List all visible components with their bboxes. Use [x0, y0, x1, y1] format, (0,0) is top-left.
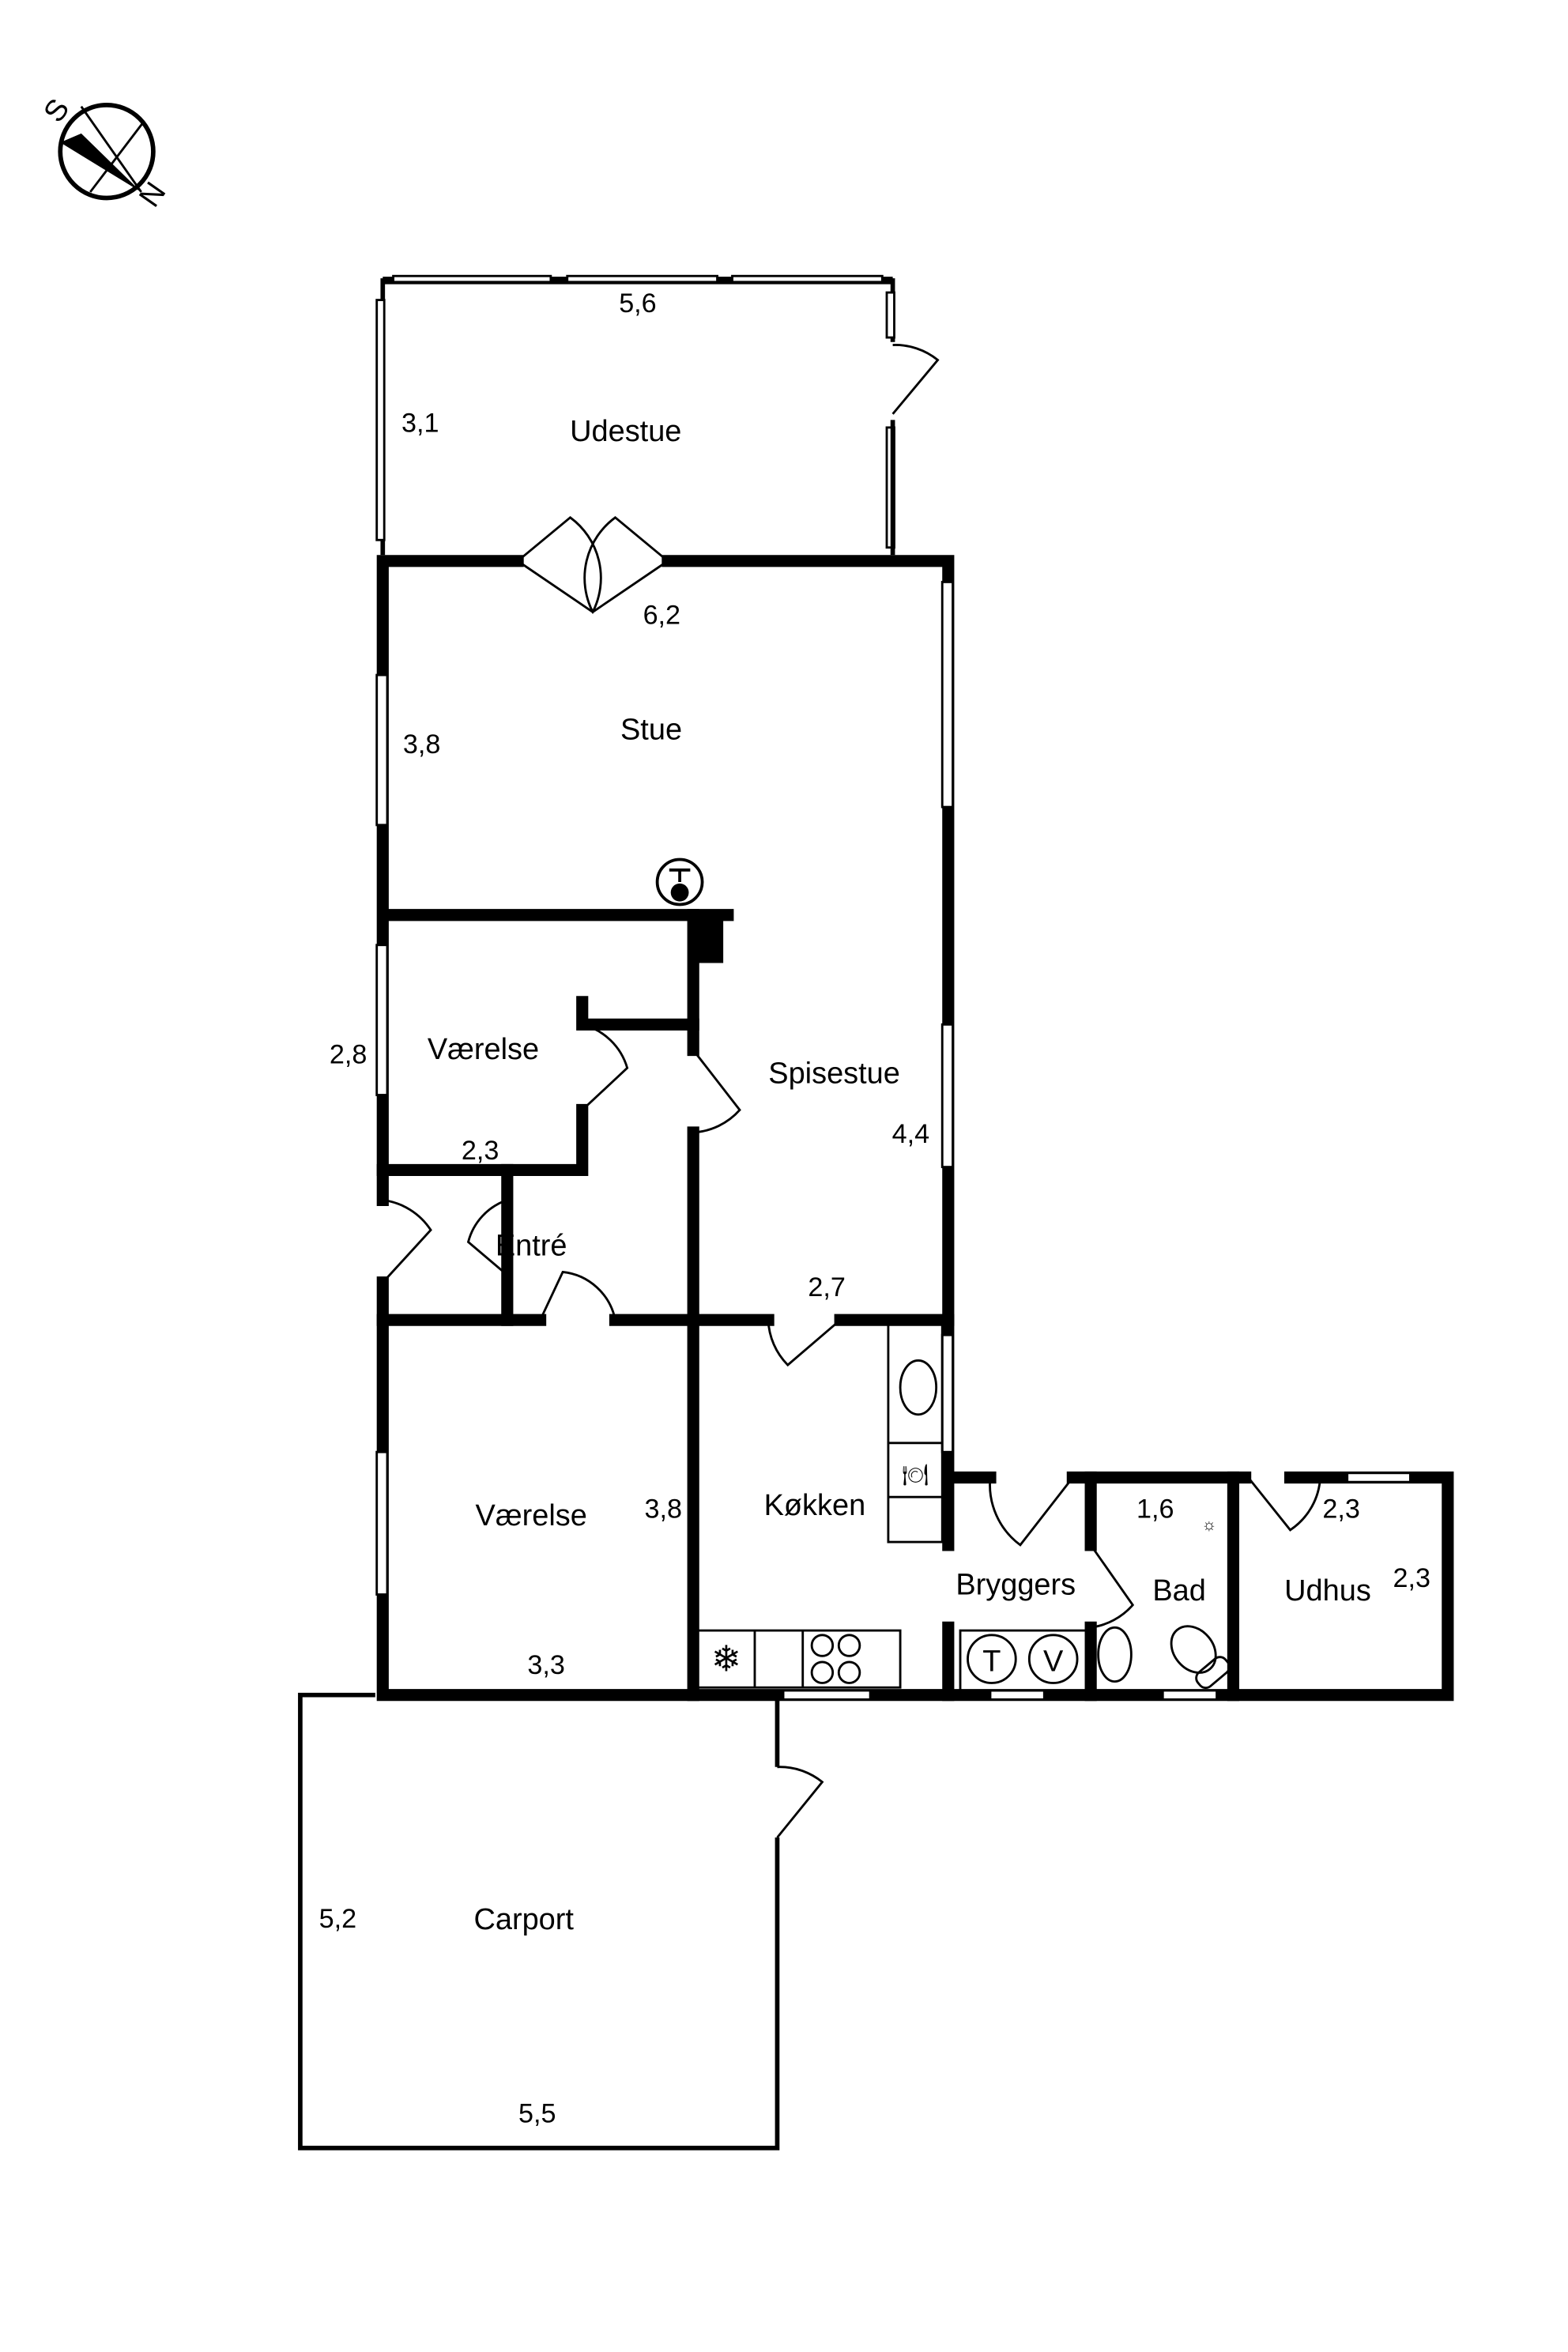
toilet-icon — [1170, 1625, 1231, 1690]
compass-icon: S N — [37, 93, 172, 213]
washer-label: V — [1043, 1645, 1064, 1678]
shower-icon: ☼ — [1202, 1515, 1217, 1534]
udestue-depth: 3,1 — [401, 409, 439, 439]
udestue-label: Udestue — [570, 415, 681, 448]
dishwasher-icon: 🍽 — [902, 1463, 929, 1487]
koekken-label: Køkken — [764, 1489, 866, 1522]
stue-label: Stue — [620, 714, 682, 747]
udhus-depth: 2,3 — [1393, 1563, 1430, 1593]
fireplace-icon — [655, 858, 704, 906]
walls — [375, 515, 1454, 1702]
stue-depth: 3,8 — [403, 729, 440, 760]
bath-sink-icon — [1097, 1626, 1133, 1683]
bad-width: 1,6 — [1136, 1494, 1174, 1525]
udhus-label: Udhus — [1284, 1574, 1371, 1608]
udhus-width: 2,3 — [1322, 1494, 1359, 1525]
vaerelse-depth: 2,8 — [330, 1040, 367, 1070]
vaerelse-label: Værelse — [428, 1033, 539, 1066]
udestue-room — [375, 274, 940, 556]
kitchen-counter: 🍽 ❄ — [696, 1321, 944, 1689]
vaerelse-2-width: 3,3 — [527, 1650, 564, 1680]
laundry-appliances: T V — [959, 1629, 1087, 1692]
carport-outline — [298, 1692, 824, 2150]
entre-label: Entré — [496, 1230, 567, 1263]
door — [891, 344, 940, 415]
tumble-dryer-label: T — [982, 1645, 1001, 1678]
sink-icon — [899, 1359, 938, 1416]
carport-depth: 5,2 — [319, 1904, 356, 1934]
vaerelse-2-depth: 3,8 — [644, 1494, 681, 1525]
carport-label: Carport — [473, 1903, 574, 1936]
stue-width: 6,2 — [643, 601, 680, 631]
stove-icon — [810, 1634, 861, 1684]
spisestue-width: 2,7 — [808, 1272, 845, 1302]
vaerelse-width: 2,3 — [462, 1136, 499, 1166]
freezer-icon: ❄ — [711, 1638, 741, 1679]
spisestue-label: Spisestue — [768, 1057, 900, 1090]
bad-label: Bad — [1152, 1574, 1206, 1608]
vaerelse-2-label: Værelse — [476, 1499, 587, 1532]
spisestue-depth: 4,4 — [892, 1119, 929, 1149]
udestue-width: 5,6 — [619, 288, 656, 318]
carport-width: 5,5 — [518, 2099, 556, 2129]
bryggers-label: Bryggers — [956, 1569, 1076, 1602]
